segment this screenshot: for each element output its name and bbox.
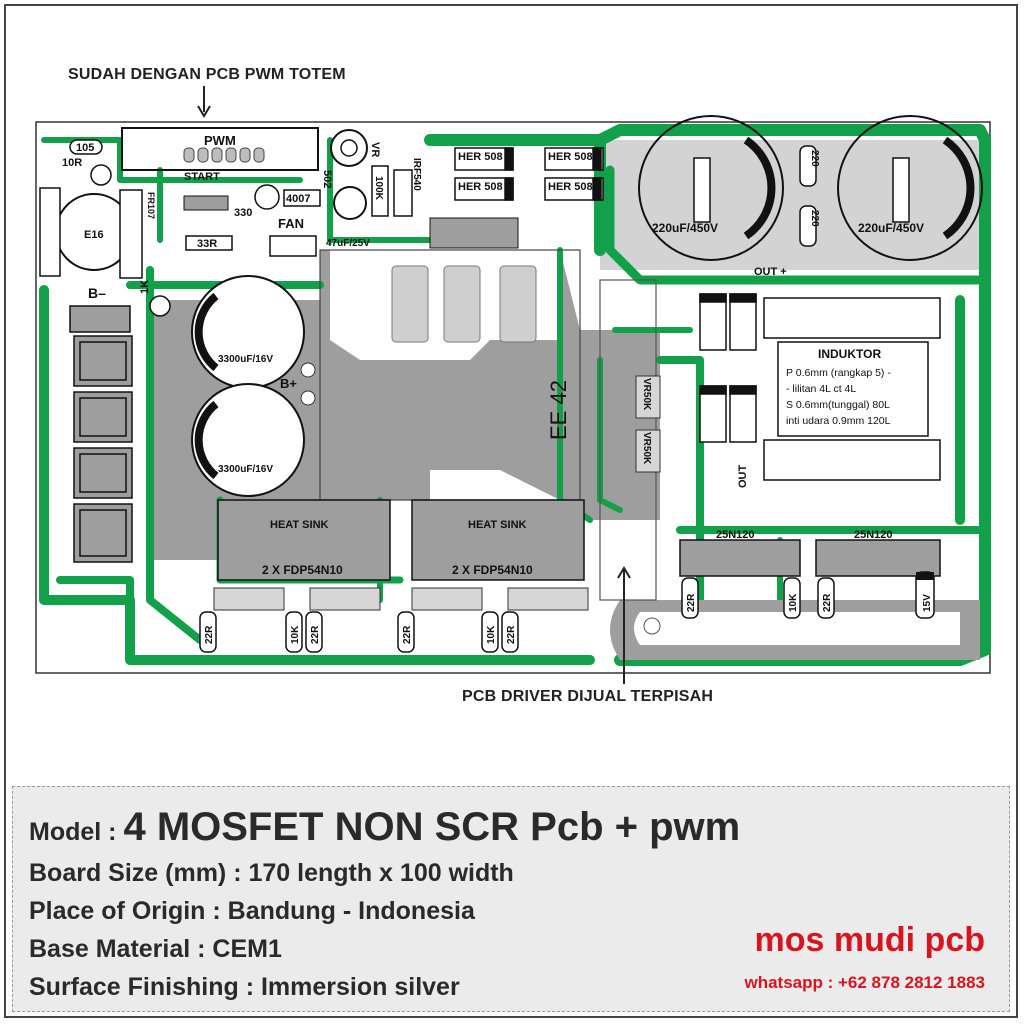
resistor-33r (185, 235, 233, 251)
b-minus-terminal (69, 305, 131, 333)
page-frame (4, 4, 1018, 1018)
fan-connector (269, 235, 317, 257)
model-row: Model : 4 MOSFET NON SCR Pcb + pwm (29, 805, 740, 850)
silkscreen-labels: PWM START FAN 105 10R E16 33R 330 4007 V… (62, 133, 933, 644)
label-r33: 33R (197, 238, 217, 250)
label-22r-1: 22R (204, 625, 215, 644)
label-fan: FAN (278, 216, 304, 231)
inductor-line-3: S 0.6mm(tunggal) 80L (786, 399, 890, 411)
heatsink-a (217, 499, 391, 581)
label-out: OUT (737, 465, 749, 489)
cap-3300uf-b (191, 383, 305, 497)
inductor-line-4: inti udara 0.9mm 120L (786, 415, 891, 427)
label-vr: VR (369, 142, 381, 157)
label-22r-2: 22R (310, 625, 321, 644)
place-of-origin: Place of Origin : Bandung - Indonesia (29, 897, 475, 925)
label-pwm: PWM (204, 133, 236, 148)
label-22r-5: 22R (686, 593, 697, 612)
label-100k: 100K (373, 176, 384, 201)
resistor-105 (69, 139, 103, 155)
right-resistors (681, 571, 935, 619)
label-r220-b: 220 (809, 210, 820, 227)
label-47uf: 47uF/25V (326, 238, 370, 249)
label-10k-3: 10K (788, 593, 799, 612)
inductor-line-1: P 0.6mm (rangkap 5) - (786, 367, 891, 379)
label-start: START (184, 171, 220, 183)
label-r330: 330 (234, 207, 252, 219)
igbt-a (679, 539, 801, 577)
label-b-plus: B+ (280, 376, 297, 391)
label-220-a: 220uF/450V (652, 221, 718, 235)
cap-220uf-a (638, 115, 784, 261)
inductor-line-2: - lilitan 4L ct 4L (786, 383, 856, 395)
label-22r-3: 22R (402, 625, 413, 644)
label-r220-a: 220 (809, 150, 820, 167)
label-10k-2: 10K (486, 625, 497, 644)
pwm-box (121, 127, 319, 171)
label-fdp-a: 2 X FDP54N10 (262, 563, 343, 577)
label-heatsink-a: HEAT SINK (270, 519, 329, 531)
callout-bottom: PCB DRIVER DIJUAL TERPISAH (462, 688, 714, 705)
pwm-pads (183, 147, 265, 163)
label-vr50k-a: VR50K (641, 378, 652, 411)
label-r105: 105 (76, 142, 94, 154)
mosfet-pads (213, 587, 589, 611)
label-1k: 1K (139, 280, 151, 294)
label-heatsink-b: HEAT SINK (468, 519, 527, 531)
label-b-minus: B– (88, 285, 106, 301)
label-22r-6: 22R (822, 593, 833, 612)
inductor-text: INDUKTOR P 0.6mm (rangkap 5) - - lilitan… (786, 347, 891, 427)
label-15v: 15V (922, 594, 933, 612)
label-her-1: HER 508 (458, 151, 503, 163)
gate-resistors (199, 611, 519, 653)
label-4007: 4007 (286, 193, 310, 205)
surface-finishing: Surface Finishing : Immersion silver (29, 973, 460, 1001)
label-out-plus: OUT + (754, 266, 787, 278)
label-3300-a: 3300uF/16V (218, 354, 273, 365)
callout-top: SUDAH DENGAN PCB PWM TOTEM (68, 66, 346, 83)
diode-4007 (283, 189, 321, 207)
label-e16: E16 (84, 229, 104, 241)
info-panel: Model : 4 MOSFET NON SCR Pcb + pwm Board… (12, 786, 1010, 1012)
label-igbt-a: 25N120 (716, 529, 755, 541)
inductor-title: INDUKTOR (818, 347, 881, 361)
label-her-4: HER 508 (548, 181, 593, 193)
inductor-box (777, 341, 929, 437)
label-her-2: HER 508 (458, 181, 503, 193)
base-material: Base Material : CEM1 (29, 935, 282, 963)
label-10k-1: 10K (290, 625, 301, 644)
model-value: 4 MOSFET NON SCR Pcb + pwm (123, 805, 741, 849)
brand-logo: mos mudi pcb (754, 921, 985, 959)
hv-pour (600, 140, 990, 270)
label-her-3: HER 508 (548, 151, 593, 163)
label-r10: 10R (62, 157, 82, 169)
board-size: Board Size (mm) : 170 length x 100 width (29, 859, 514, 887)
label-220-b: 220uF/450V (858, 221, 924, 235)
label-fr107: FR107 (146, 192, 156, 219)
left-transistors (73, 335, 133, 563)
label-502: 502 (321, 170, 333, 188)
label-vr50k-b: VR50K (641, 432, 652, 465)
her-diodes-top (454, 147, 604, 201)
igbt-b (815, 539, 941, 577)
cap-220uf-b (837, 115, 983, 261)
transformer-pads (391, 265, 537, 343)
label-igbt-b: 25N120 (854, 529, 893, 541)
whatsapp-contact[interactable]: whatsapp : +62 878 2812 1883 (744, 973, 985, 992)
label-3300-b: 3300uF/16V (218, 464, 273, 475)
label-22r-4: 22R (506, 625, 517, 644)
label-irf540: IRF540 (411, 158, 422, 191)
her-diodes-right (699, 293, 757, 443)
label-ee42: EE 42 (546, 380, 571, 440)
cap-3300uf-a (191, 275, 305, 389)
model-label: Model : (29, 818, 117, 846)
label-fdp-b: 2 X FDP54N10 (452, 563, 533, 577)
transformer-pour (330, 360, 520, 450)
heatsink-b (411, 499, 585, 581)
